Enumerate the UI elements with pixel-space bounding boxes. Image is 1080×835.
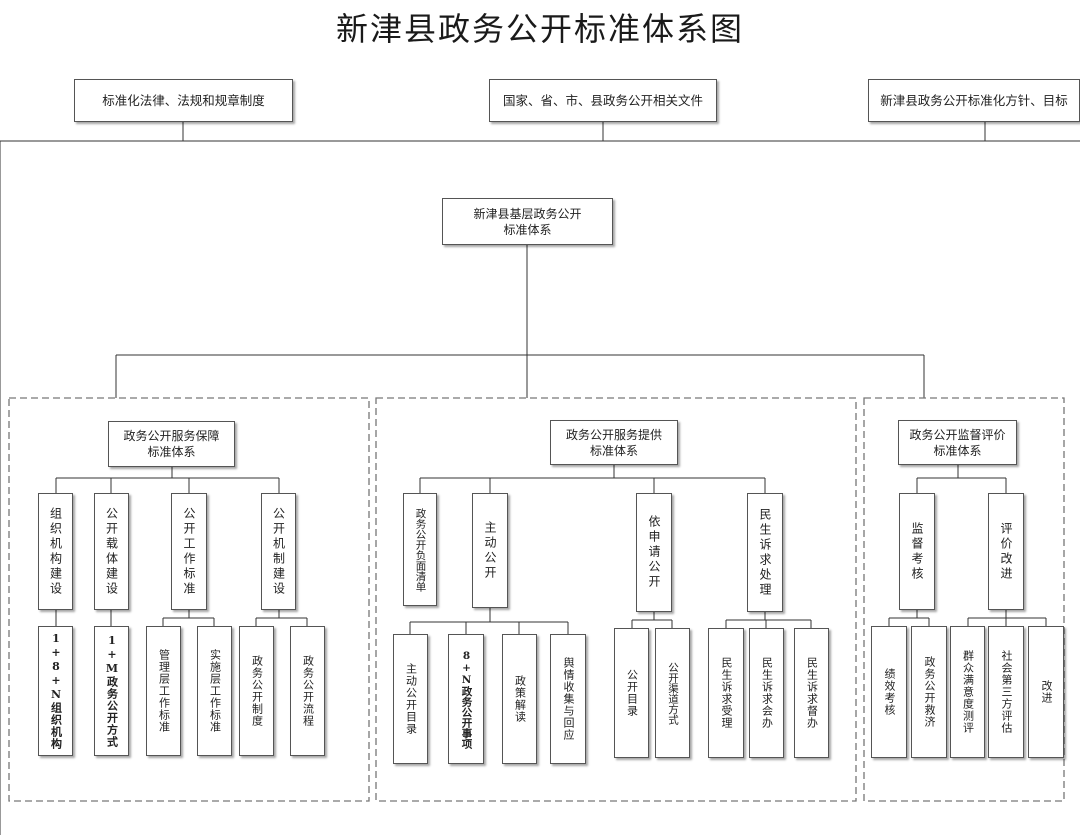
group-livelihood-appeals: 民生诉求处理 (747, 493, 783, 612)
group-mechanism-construction: 公开机制建设 (261, 493, 296, 610)
leaf-org-structure: 1+8+N组织机构 (38, 626, 73, 756)
leaf-disclosure-process: 政务公开流程 (290, 626, 325, 756)
leaf-policy-interpretation: 政策解读 (502, 634, 537, 764)
leaf-disclosure-catalog: 公开目录 (614, 628, 649, 758)
leaf-appeal-coordination: 民生诉求会办 (749, 628, 784, 758)
group-carrier-construction: 公开载体建设 (94, 493, 129, 610)
leaf-public-opinion: 舆情收集与回应 (550, 634, 586, 764)
leaf-improvement: 改进 (1028, 626, 1064, 758)
group-evaluation-improvement: 评价改进 (988, 493, 1024, 610)
root-box: 新津县基层政务公开 标准体系 (442, 198, 613, 245)
leaf-appeal-supervision: 民生诉求督办 (794, 628, 829, 758)
group-supervision-assessment: 监督考核 (899, 493, 935, 610)
leaf-implementation-standards: 实施层工作标准 (197, 626, 232, 756)
section-header-service-provision: 政务公开服务提供 标准体系 (550, 420, 678, 465)
leaf-disclosure-channels: 公开渠道方式 (655, 628, 690, 758)
input-box-policy-goals: 新津县政务公开标准化方针、目标 (868, 79, 1080, 122)
leaf-disclosure-methods: 1+M政务公开方式 (94, 626, 129, 756)
leaf-third-party-evaluation: 社会第三方评估 (988, 626, 1024, 758)
section-header-supervision: 政务公开监督评价 标准体系 (898, 420, 1017, 465)
diagram-title: 新津县政务公开标准体系图 (335, 10, 744, 48)
section-header-service-guarantee: 政务公开服务保障 标准体系 (108, 421, 235, 467)
leaf-active-catalog: 主动公开目录 (393, 634, 428, 764)
group-negative-list: 政务公开负面清单 (403, 493, 437, 606)
leaf-performance-assessment: 绩效考核 (871, 626, 907, 758)
leaf-appeal-acceptance: 民生诉求受理 (708, 628, 744, 758)
leaf-disclosure-items: 8+N政务公开事项 (448, 634, 484, 764)
leaf-disclosure-system: 政务公开制度 (239, 626, 274, 756)
group-org-construction: 组织机构建设 (38, 493, 73, 610)
group-active-disclosure: 主动公开 (472, 493, 508, 608)
group-application-disclosure: 依申请公开 (636, 493, 672, 612)
leaf-management-standards: 管理层工作标准 (146, 626, 181, 756)
input-box-laws: 标准化法律、法规和规章制度 (74, 79, 293, 122)
leaf-satisfaction-survey: 群众满意度测评 (950, 626, 985, 758)
leaf-disclosure-remedy: 政务公开救济 (911, 626, 947, 758)
input-box-documents: 国家、省、市、县政务公开相关文件 (489, 79, 717, 122)
group-work-standards: 公开工作标准 (171, 493, 207, 610)
